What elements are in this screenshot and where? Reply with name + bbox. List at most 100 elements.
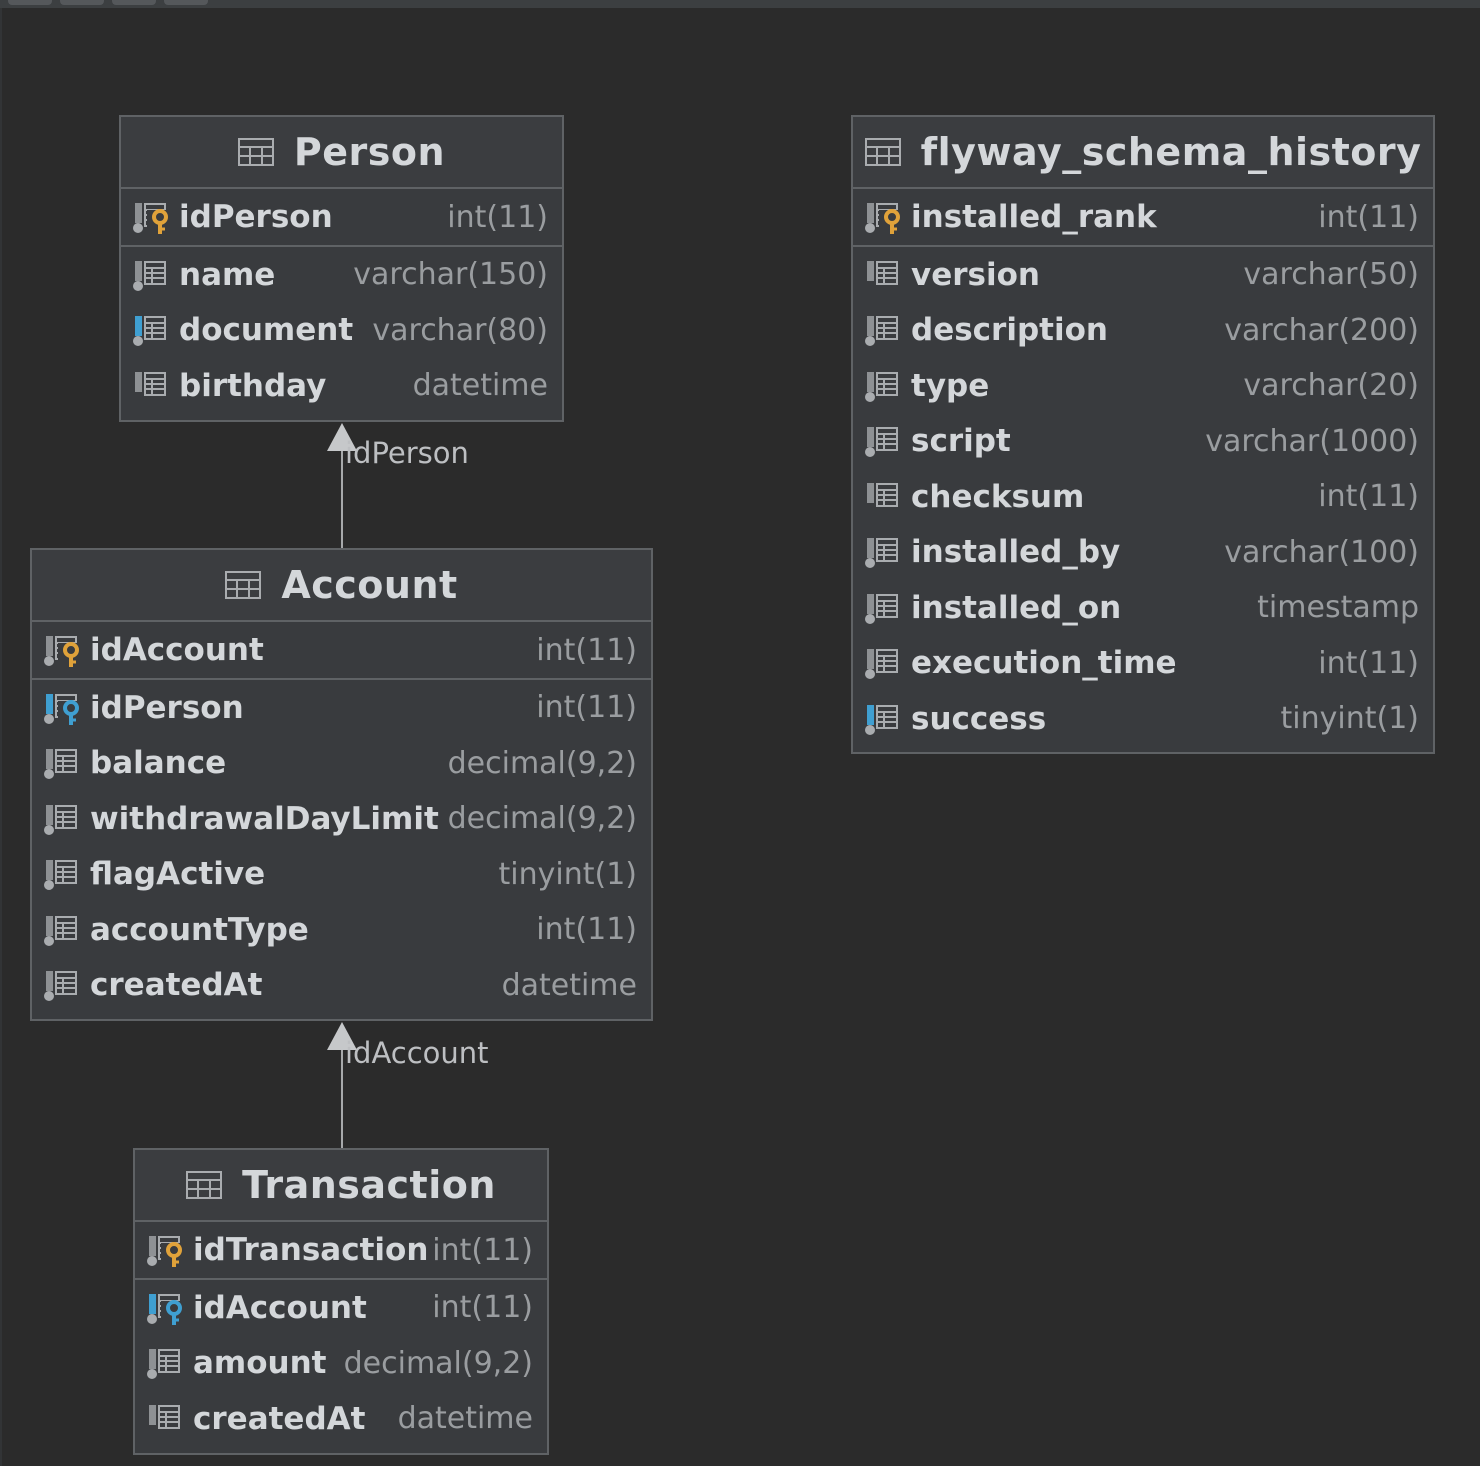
- column-type: int(11): [432, 1232, 533, 1268]
- column-row[interactable]: execution_time int(11): [853, 636, 1433, 692]
- column-row[interactable]: idPerson int(11): [32, 680, 651, 736]
- column-icon: [44, 856, 80, 892]
- column-name: name: [179, 256, 276, 293]
- column-name: script: [911, 423, 1011, 460]
- table-header[interactable]: flyway_schema_history: [853, 117, 1433, 189]
- column-name: installed_on: [911, 589, 1122, 626]
- column-type: int(11): [1318, 199, 1419, 235]
- column-icon: [865, 479, 901, 515]
- column-name: type: [911, 367, 990, 404]
- column-icon: [44, 912, 80, 948]
- primary-key-column-icon: [44, 632, 80, 668]
- column-icon: [133, 257, 169, 293]
- column-icon: [865, 312, 901, 348]
- column-type: decimal(9,2): [343, 1345, 533, 1381]
- column-row[interactable]: description varchar(200): [853, 303, 1433, 359]
- relation-line-account-person[interactable]: [341, 450, 343, 548]
- column-type: int(11): [536, 690, 637, 726]
- column-icon: [865, 368, 901, 404]
- column-row[interactable]: script varchar(1000): [853, 414, 1433, 470]
- column-icon: [865, 645, 901, 681]
- column-type: decimal(9,2): [447, 745, 637, 781]
- primary-key-column-icon: [133, 199, 169, 235]
- column-row[interactable]: installed_rank int(11): [853, 189, 1433, 247]
- relation-line-transaction-account[interactable]: [341, 1050, 343, 1148]
- column-icon: [44, 801, 80, 837]
- toolbar-button[interactable]: [164, 0, 208, 5]
- table-title: Transaction: [242, 1163, 496, 1207]
- column-type: varchar(1000): [1205, 423, 1419, 459]
- column-name: execution_time: [911, 645, 1177, 682]
- column-row[interactable]: idAccount int(11): [135, 1280, 547, 1336]
- column-type: int(11): [447, 199, 548, 235]
- table-icon: [864, 138, 901, 166]
- column-type: decimal(9,2): [447, 801, 637, 837]
- column-name: installed_rank: [911, 199, 1157, 235]
- relation-arrow-icon: [327, 423, 357, 451]
- column-name: installed_by: [911, 534, 1121, 571]
- table-title: Account: [281, 563, 458, 607]
- column-icon: [133, 312, 169, 348]
- column-name: success: [911, 700, 1047, 737]
- relation-label: idPerson: [345, 436, 469, 470]
- column-name: idPerson: [179, 199, 333, 235]
- relation-arrow-icon: [327, 1022, 357, 1050]
- table-header[interactable]: Transaction: [135, 1150, 547, 1222]
- table-icon: [237, 138, 274, 166]
- column-row[interactable]: idPerson int(11): [121, 189, 562, 247]
- column-name: accountType: [90, 911, 309, 948]
- column-icon: [865, 534, 901, 570]
- column-type: datetime: [397, 1401, 533, 1437]
- toolbar-button[interactable]: [8, 0, 52, 5]
- table-flyway-schema-history[interactable]: flyway_schema_history installed_rank int(1…: [851, 115, 1435, 754]
- column-type: varchar(100): [1224, 534, 1419, 570]
- column-name: idPerson: [90, 689, 244, 726]
- column-name: idTransaction: [193, 1232, 429, 1268]
- column-name: birthday: [179, 367, 327, 404]
- column-icon: [147, 1345, 183, 1381]
- column-name: createdAt: [90, 967, 263, 1004]
- column-type: int(11): [1318, 645, 1419, 681]
- column-row[interactable]: installed_by varchar(100): [853, 525, 1433, 581]
- toolbar-button[interactable]: [112, 0, 156, 5]
- column-row[interactable]: createdAt datetime: [32, 958, 651, 1014]
- column-icon: [44, 967, 80, 1003]
- column-name: idAccount: [193, 1289, 367, 1326]
- foreign-key-column-icon: [147, 1290, 183, 1326]
- column-icon: [147, 1401, 183, 1437]
- table-header[interactable]: Account: [32, 550, 651, 622]
- table-header[interactable]: Person: [121, 117, 562, 189]
- column-name: description: [911, 312, 1108, 349]
- column-type: int(11): [536, 632, 637, 668]
- toolbar-strip: [0, 0, 1480, 8]
- column-type: tinyint(1): [498, 856, 637, 892]
- column-name: document: [179, 312, 354, 349]
- column-type: varchar(200): [1224, 312, 1419, 348]
- toolbar-button[interactable]: [60, 0, 104, 5]
- column-type: datetime: [501, 967, 637, 1003]
- column-type: int(11): [432, 1290, 533, 1326]
